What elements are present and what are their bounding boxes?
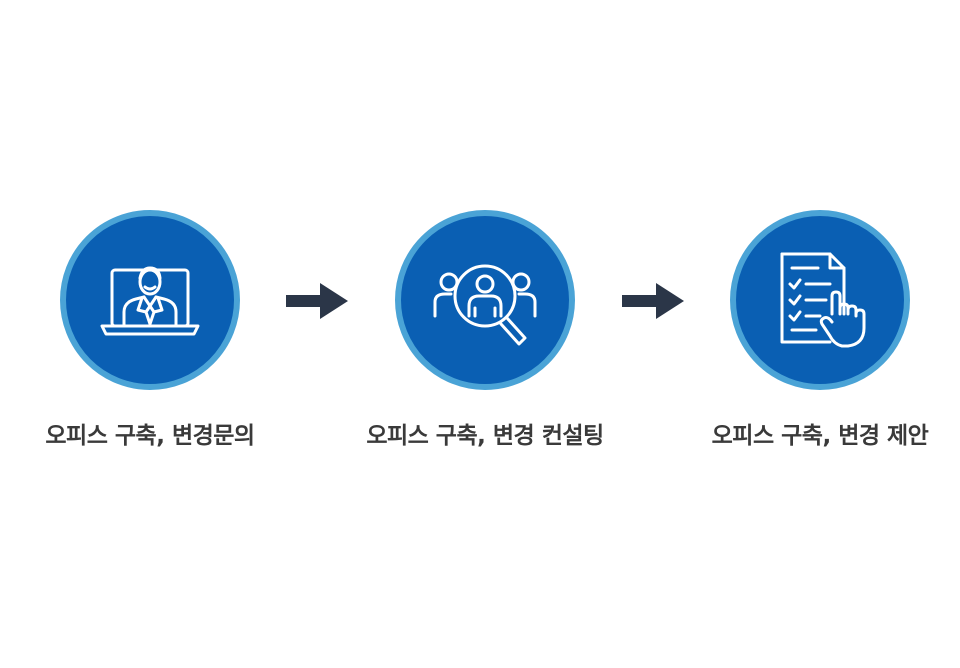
step-circle bbox=[60, 210, 240, 390]
people-search-icon bbox=[433, 264, 537, 346]
online-consultant-icon bbox=[100, 266, 200, 336]
step-label: 오피스 구축, 변경 컨설팅 bbox=[366, 423, 604, 449]
step-proposal: 오피스 구축, 변경 제안 bbox=[650, 210, 960, 450]
step-label: 오피스 구축, 변경문의 bbox=[45, 423, 255, 449]
step-circle bbox=[730, 210, 910, 390]
arrow-right-icon bbox=[622, 283, 684, 319]
step-consulting: 오피스 구축, 변경 컨설팅 bbox=[315, 210, 655, 450]
checklist-hand-icon bbox=[780, 252, 866, 348]
arrow-right-icon bbox=[286, 283, 348, 319]
step-circle bbox=[395, 210, 575, 390]
step-inquiry: 오피스 구축, 변경문의 bbox=[0, 210, 320, 450]
step-label: 오피스 구축, 변경 제안 bbox=[711, 423, 929, 449]
